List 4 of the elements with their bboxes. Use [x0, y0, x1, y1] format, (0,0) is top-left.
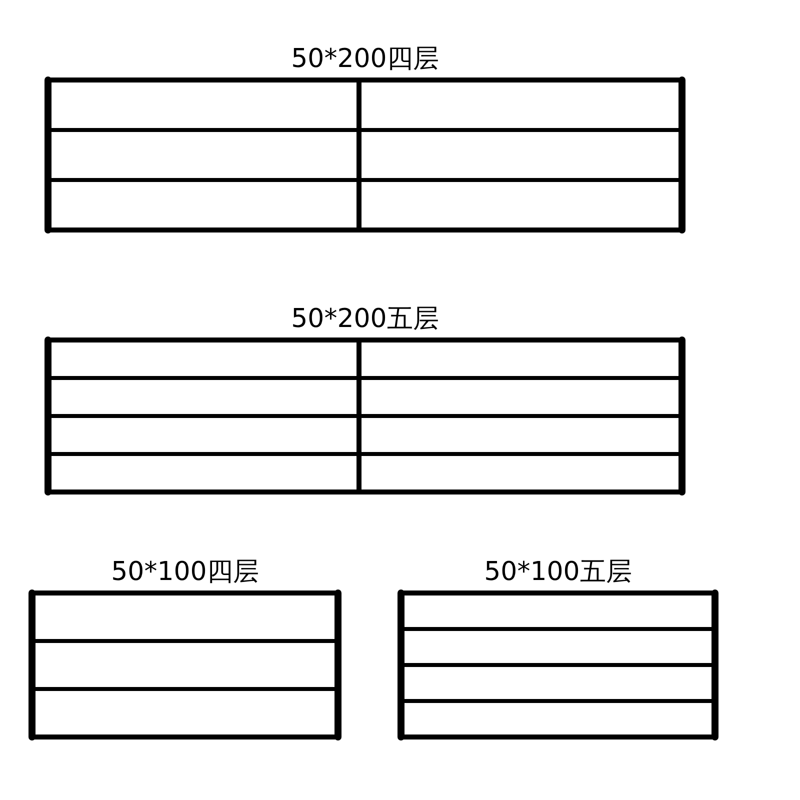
- shelf-title: 50*200五层: [291, 304, 439, 334]
- shelf-title: 50*100五层: [484, 557, 632, 587]
- shelf-title: 50*100四层: [111, 557, 259, 587]
- shelf-title: 50*200四层: [291, 44, 439, 74]
